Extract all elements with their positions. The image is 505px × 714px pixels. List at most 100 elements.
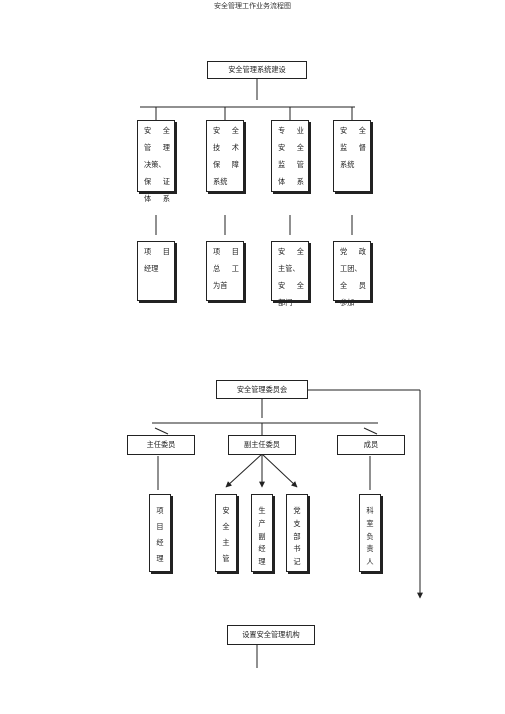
safety-dept-lead-box: 安全主管、安全部门 <box>271 241 309 306</box>
text-cell: 工团、 <box>340 264 362 273</box>
text-char: 管 <box>222 554 230 563</box>
safety-system-construction-box: 安全管理系统建设 <box>207 61 307 79</box>
text-cell: 目 <box>162 247 170 256</box>
text-row: 监管 <box>278 161 304 178</box>
text-row: 安全 <box>340 127 366 144</box>
text-cell: 员 <box>358 281 366 290</box>
text-cell: 全 <box>296 143 304 152</box>
text-cell: 参加 <box>340 298 355 307</box>
text-cell: 安 <box>278 143 286 152</box>
text-row: 体系 <box>144 195 170 212</box>
page-title: 安全管理工作业务流程图 <box>214 2 291 10</box>
text-char: 支 <box>293 518 301 528</box>
safety-committee-box: 安全管理委员会 <box>216 380 308 399</box>
set-up-safety-organization-box: 设置安全管理机构 <box>227 625 315 645</box>
text-row: 保障 <box>213 161 239 178</box>
text-cell: 全 <box>162 126 170 135</box>
department-heads-box: 科室负责人 <box>359 494 381 572</box>
text-row: 体系 <box>278 178 304 195</box>
text-cell: 党 <box>340 247 348 256</box>
text-row: 为首 <box>213 282 239 299</box>
text-char: 副 <box>258 531 266 541</box>
text-row: 总工 <box>213 265 239 282</box>
text-row: 主管、 <box>278 265 304 282</box>
party-secretary-box: 党支部书记 <box>286 494 308 572</box>
text-char: 理 <box>156 554 164 563</box>
text-cell: 全 <box>358 126 366 135</box>
text-row: 部门 <box>278 299 304 316</box>
text-cell: 术 <box>231 143 239 152</box>
text-row: 党政 <box>340 248 366 265</box>
text-char: 经 <box>258 544 266 554</box>
text-cell: 工 <box>231 264 239 273</box>
text-row: 系统 <box>340 161 366 178</box>
text-cell: 管 <box>296 160 304 169</box>
text-cell: 经理 <box>144 264 159 273</box>
text-char: 责 <box>366 544 374 554</box>
text-row: 专业 <box>278 127 304 144</box>
text-char: 部 <box>293 531 301 541</box>
text-char: 生 <box>258 506 266 515</box>
text-row: 参加 <box>340 299 366 316</box>
text-row: 项目 <box>213 248 239 265</box>
all-staff-lead-box: 党政工团、全员参加 <box>333 241 371 306</box>
text-cell: 全 <box>296 247 304 256</box>
text-cell: 决策、 <box>144 160 166 169</box>
text-cell: 监 <box>340 143 348 152</box>
text-cell: 系 <box>296 177 304 186</box>
text-row: 安全 <box>278 282 304 299</box>
text-cell: 障 <box>231 160 239 169</box>
text-cell: 系 <box>162 194 170 203</box>
text-cell: 项 <box>213 247 221 256</box>
safety-oversight-system-box: 安全监督系统 <box>333 120 371 192</box>
text-row: 保证 <box>144 178 170 195</box>
text-char: 产 <box>258 518 266 528</box>
text-row: 安全 <box>213 127 239 144</box>
text-row: 监督 <box>340 144 366 161</box>
text-cell: 体 <box>278 177 286 186</box>
text-cell: 项 <box>144 247 152 256</box>
text-char: 全 <box>222 522 230 531</box>
text-cell: 目 <box>231 247 239 256</box>
text-cell: 安 <box>340 126 348 135</box>
text-row: 系统 <box>213 178 239 195</box>
text-row: 技术 <box>213 144 239 161</box>
safety-decision-system-box: 安全管理决策、保证体系 <box>137 120 175 202</box>
text-cell: 安 <box>144 126 152 135</box>
text-char: 经 <box>156 538 164 547</box>
text-char: 项 <box>156 506 164 515</box>
production-vp-box: 生产副经理 <box>251 494 273 572</box>
text-char: 室 <box>366 518 374 528</box>
text-cell: 总 <box>213 264 221 273</box>
members-box: 成员 <box>337 435 405 455</box>
vice-director-box: 副主任委员 <box>228 435 296 455</box>
text-cell: 全 <box>340 281 348 290</box>
project-manager-box: 项目经理 <box>149 494 171 572</box>
text-cell: 专 <box>278 126 286 135</box>
text-cell: 政 <box>358 247 366 256</box>
text-row: 经理 <box>144 265 170 282</box>
safety-manager-box: 安全主管 <box>215 494 237 572</box>
text-char: 负 <box>366 531 374 541</box>
text-cell: 系统 <box>340 160 355 169</box>
text-cell: 主管、 <box>278 264 300 273</box>
project-manager-lead-box: 项目经理 <box>137 241 175 301</box>
text-row: 决策、 <box>144 161 170 178</box>
text-char: 人 <box>366 557 374 567</box>
text-cell: 理 <box>162 143 170 152</box>
text-cell: 保 <box>213 160 221 169</box>
text-cell: 为首 <box>213 281 228 290</box>
text-row: 工团、 <box>340 265 366 282</box>
text-cell: 技 <box>213 143 221 152</box>
text-char: 科 <box>366 506 374 515</box>
text-cell: 业 <box>296 126 304 135</box>
safety-technical-system-box: 安全技术保障系统 <box>206 120 244 192</box>
text-cell: 全 <box>231 126 239 135</box>
text-row: 项目 <box>144 248 170 265</box>
text-cell: 部门 <box>278 298 293 307</box>
professional-supervision-system-box: 专业安全监管体系 <box>271 120 309 192</box>
text-row: 管理 <box>144 144 170 161</box>
director-box: 主任委员 <box>127 435 195 455</box>
text-cell: 安 <box>278 247 286 256</box>
text-cell: 安 <box>213 126 221 135</box>
